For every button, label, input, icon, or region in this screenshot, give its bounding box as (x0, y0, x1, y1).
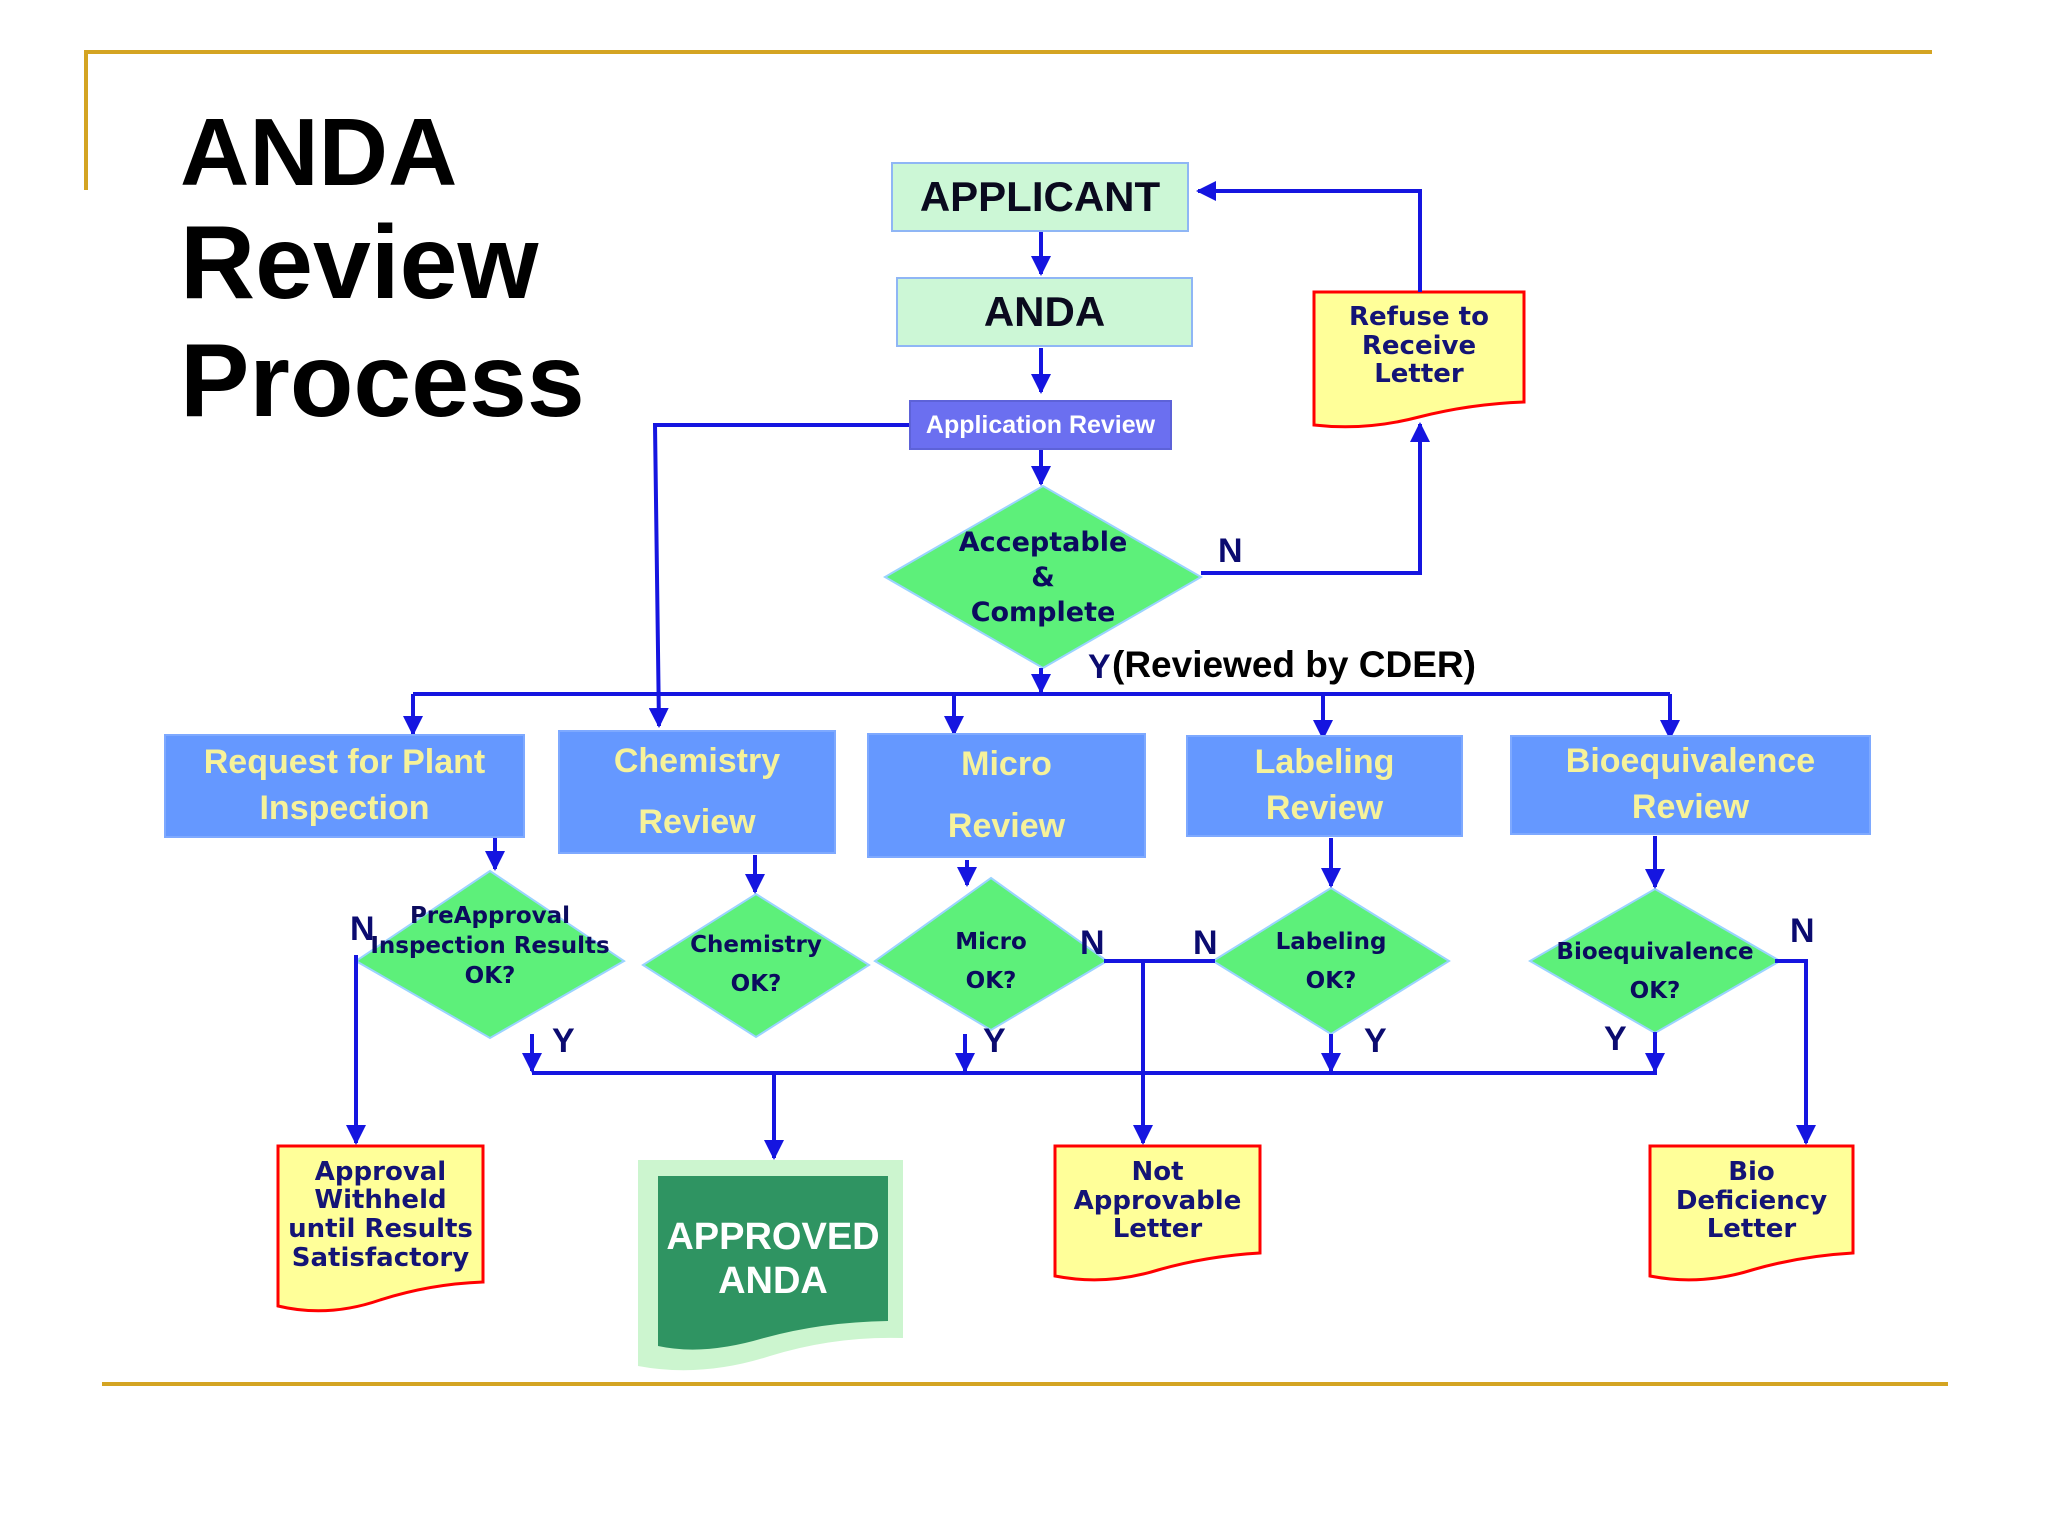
withheld-line-4: Satisfactory (291, 1242, 470, 1273)
anda-box: ANDA (896, 277, 1193, 347)
approved-anda-doc (658, 1176, 888, 1350)
label-y-micro: Y (983, 1022, 1006, 1060)
title-line-3: Process (180, 323, 585, 439)
approved-line-2: ANDA (718, 1260, 828, 1302)
label-y-preapproval: Y (552, 1022, 575, 1060)
not-approvable-line-3: Letter (1112, 1214, 1203, 1245)
preapproval-line-3: OK? (464, 962, 516, 989)
refuse-letter-doc (1312, 290, 1526, 429)
micro-diamond (873, 876, 1109, 1032)
arrow-refuse-applicant (1196, 181, 1422, 292)
connectors (346, 181, 1816, 1160)
approved-line-1: APPROVED (666, 1216, 880, 1259)
approval-withheld-doc (276, 1144, 485, 1313)
bio-def-line-2: Deficiency (1675, 1185, 1828, 1216)
label-y-bio: Y (1604, 1020, 1627, 1058)
micro-line-1: Micro (961, 745, 1052, 784)
chemistry-line-2: Review (638, 803, 756, 841)
refuse-line-2: Receive (1361, 330, 1477, 361)
withheld-line-2: Withheld (314, 1185, 447, 1216)
arrow-acceptable-refuse (1201, 422, 1430, 575)
plant-line-1: Request for Plant (203, 743, 486, 782)
bio-ok-label: Bioequivalence OK? (1538, 930, 1772, 1014)
bioequivalence-review-box: Bioequivalence Review (1510, 735, 1871, 835)
preapproval-line-1: PreApproval (409, 903, 571, 930)
label-n-acceptable: N (1218, 532, 1243, 570)
chemistry-ok-line-1: Chemistry (690, 931, 822, 958)
applicant-box: APPLICANT (891, 162, 1189, 232)
label-y-acceptable: Y (1088, 648, 1111, 686)
bio-deficiency-label: Bio Deficiency Letter (1650, 1152, 1853, 1250)
micro-ok-line-2: OK? (965, 968, 1017, 994)
labeling-review-box: Labeling Review (1186, 735, 1463, 837)
arrow-appreview-chemistry (648, 423, 909, 728)
bio-ok-line-2: OK? (1629, 978, 1681, 1004)
label-y-labeling: Y (1364, 1022, 1387, 1060)
bio-def-line-3: Letter (1706, 1214, 1797, 1245)
labeling-line-1: Labeling (1254, 743, 1395, 782)
bio-line-2: Review (1631, 788, 1750, 826)
not-approvable-line-1: Not (1131, 1157, 1184, 1188)
preapproval-label: PreApproval Inspection Results OK? (364, 897, 616, 997)
label-n-micro: N (1080, 924, 1105, 962)
acceptable-label: Acceptable & Complete (905, 520, 1181, 635)
bio-ok-line-1: Bioequivalence (1556, 938, 1754, 965)
chemistry-diamond (641, 892, 871, 1039)
refuse-line-1: Refuse to (1349, 302, 1489, 333)
plant-inspection-box: Request for Plant Inspection (164, 734, 525, 838)
chemistry-review-box: Chemistry Review (558, 730, 836, 854)
approval-withheld-label: Approval Withheld until Results Satisfac… (278, 1152, 483, 1278)
reviewed-by-cder: (Reviewed by CDER) (1112, 644, 1476, 685)
micro-ok-line-1: Micro (955, 928, 1027, 955)
title-line-2: Review (180, 205, 539, 321)
title-line-1: ANDA (180, 99, 458, 206)
labeling-line-2: Review (1265, 789, 1384, 827)
micro-line-2: Review (947, 806, 1066, 845)
bio-line-1: Bioequivalence (1565, 742, 1816, 781)
preapproval-line-2: Inspection Results (370, 933, 610, 960)
withheld-line-3: until Results (288, 1214, 473, 1244)
not-approvable-doc (1053, 1144, 1262, 1282)
chemistry-line-1: Chemistry (613, 741, 781, 780)
plant-line-2: Inspection (259, 789, 430, 827)
refuse-line-3: Letter (1374, 359, 1464, 390)
page-title: ANDA Review Process (180, 99, 585, 439)
withheld-line-1: Approval (314, 1156, 447, 1187)
not-approvable-line-2: Approvable (1073, 1185, 1242, 1216)
chemistry-ok-label: Chemistry OK? (655, 923, 857, 1007)
micro-ok-label: Micro OK? (890, 920, 1092, 1004)
acceptable-line-2: & (1031, 561, 1055, 593)
labeling-ok-line-2: OK? (1305, 968, 1357, 994)
bio-def-line-1: Bio (1728, 1157, 1775, 1188)
label-n-bio: N (1790, 912, 1815, 950)
refuse-letter-label: Refuse to Receive Letter (1314, 298, 1524, 394)
label-n-labeling: N (1193, 924, 1218, 962)
acceptable-line-1: Acceptable (958, 526, 1128, 558)
chemistry-ok-line-2: OK? (730, 971, 782, 997)
preapproval-diamond (354, 869, 626, 1040)
application-review-box: Application Review (909, 400, 1172, 450)
approved-anda-label: APPROVED ANDA (658, 1210, 888, 1310)
not-approvable-label: Not Approvable Letter (1055, 1152, 1260, 1250)
labeling-ok-line-1: Labeling (1275, 928, 1387, 955)
acceptable-line-3: Complete (970, 597, 1116, 629)
arrow-bio-deficiency (1775, 959, 1816, 1145)
labeling-ok-label: Labeling OK? (1230, 920, 1432, 1004)
bio-deficiency-doc (1648, 1144, 1855, 1282)
label-n-preapproval: N (350, 910, 375, 948)
micro-review-box: Micro Review (867, 733, 1146, 858)
